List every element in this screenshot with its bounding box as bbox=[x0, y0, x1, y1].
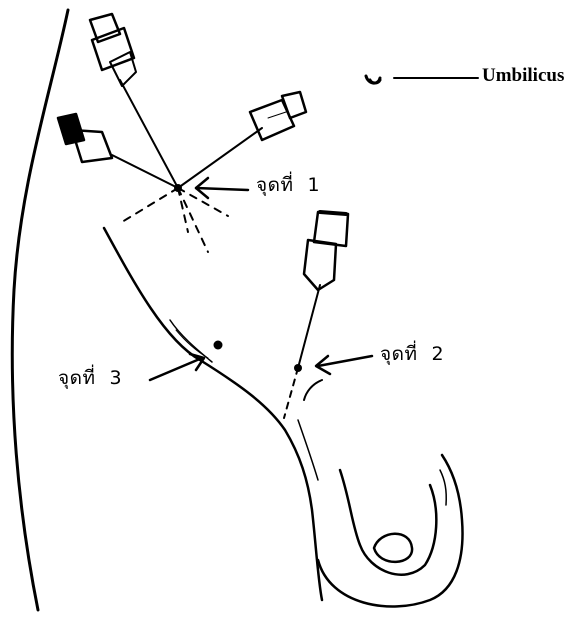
arrow-point-1 bbox=[196, 178, 248, 198]
scrotum-ridge bbox=[440, 470, 446, 505]
label-point-1-text: จุดที่ bbox=[256, 174, 294, 196]
needle-1-dashed-paths bbox=[122, 188, 228, 252]
point-2-curve bbox=[304, 380, 322, 400]
glans-outline bbox=[374, 534, 412, 562]
arrow-point-2 bbox=[316, 356, 372, 374]
body-outline-left bbox=[12, 10, 68, 610]
needle-1-left bbox=[58, 114, 178, 188]
label-point-2-text: จุดที่ bbox=[380, 343, 418, 365]
label-umbilicus: Umbilicus bbox=[482, 66, 564, 85]
point-3-dot bbox=[214, 341, 223, 350]
label-point-2: จุดที่ 2 bbox=[380, 345, 444, 364]
penis-outline bbox=[340, 470, 436, 575]
label-point-3-number: 3 bbox=[110, 367, 123, 389]
label-point-2-number: 2 bbox=[432, 343, 445, 365]
umbilicus-symbol bbox=[366, 76, 380, 83]
point-2-dot bbox=[294, 364, 302, 372]
scrotum-outline bbox=[318, 455, 463, 607]
needle-2 bbox=[284, 212, 348, 418]
label-point-1: จุดที่ 1 bbox=[256, 176, 320, 195]
inguinal-crease bbox=[104, 228, 322, 600]
needle-1-top bbox=[90, 14, 178, 188]
label-point-3: จุดที่ 3 bbox=[58, 369, 122, 388]
shaft-line bbox=[298, 420, 318, 480]
label-point-3-text: จุดที่ bbox=[58, 367, 96, 389]
point-1-dot bbox=[174, 184, 182, 192]
label-point-1-number: 1 bbox=[308, 174, 321, 196]
